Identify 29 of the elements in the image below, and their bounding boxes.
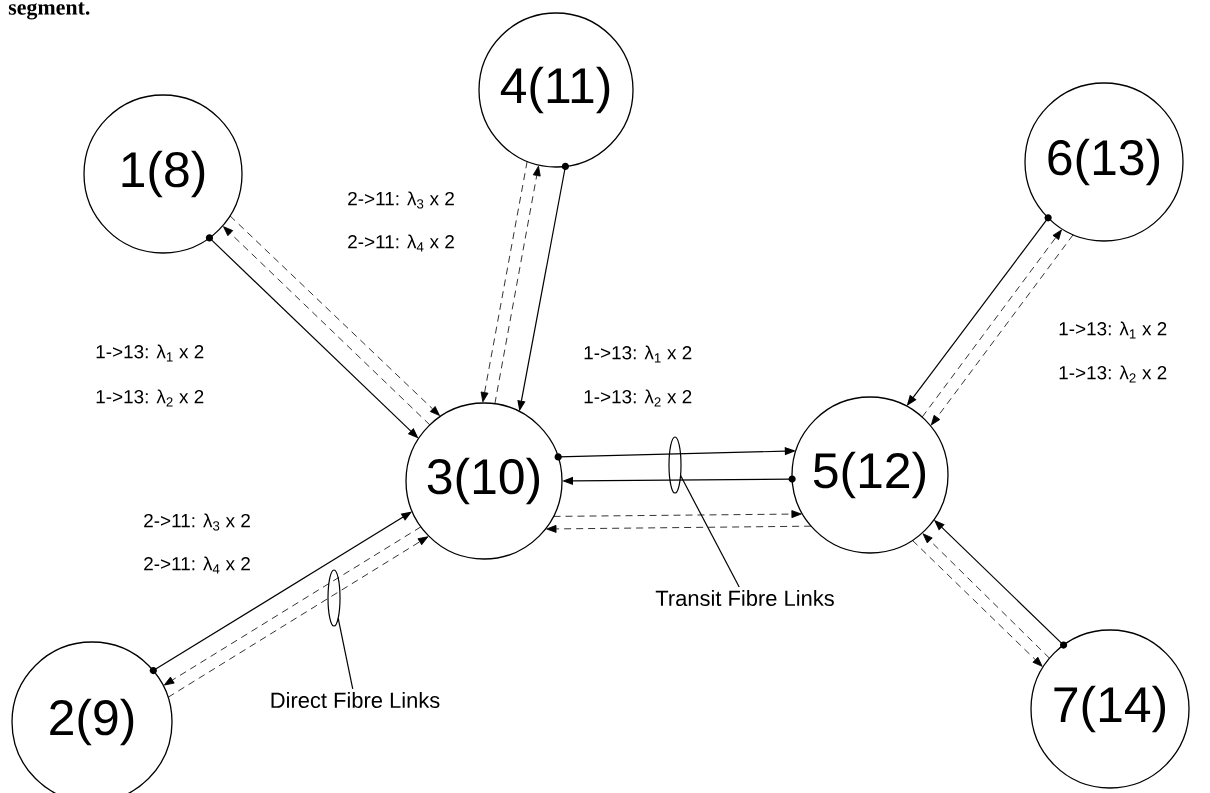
fibre-link-arrow xyxy=(163,526,422,686)
fibre-link-arrow xyxy=(912,540,1043,667)
bundle-ellipse xyxy=(327,569,341,627)
wavelength-label: 1->13: λ$_{2}$ x 2 xyxy=(1059,365,1167,383)
wavelength-label: 1->13: λ$_{1}$ x 2 xyxy=(584,345,692,363)
bundle-ellipse xyxy=(668,436,682,494)
wavelength-label: 1->13: λ$_{1}$ x 2 xyxy=(1059,321,1167,339)
fibre-link-arrow xyxy=(546,524,812,533)
wavelength-label: 1->13: λ$_{2}$ x 2 xyxy=(584,389,692,407)
leader-line xyxy=(679,474,740,588)
wavelength-label: 2->11: λ$_{3}$ x 2 xyxy=(144,513,250,531)
fibre-link-arrow xyxy=(922,533,1050,659)
leader-line xyxy=(337,617,354,690)
callout-text: Direct Fibre Links xyxy=(271,691,440,709)
callout-text: Transit Fibre Links xyxy=(655,589,834,607)
page-text-fragment: segment. xyxy=(8,2,90,20)
fibre-link-arrow xyxy=(930,234,1074,426)
wavelength-label: 1->13: λ$_{1}$ x 2 xyxy=(96,344,204,362)
fibre-link-arrow xyxy=(223,226,431,426)
fibre-link-arrow xyxy=(167,536,429,698)
fibre-link-arrow xyxy=(921,229,1062,418)
fibre-link-arrow xyxy=(480,161,528,403)
wavelength-label: 2->11: λ$_{4}$ x 2 xyxy=(348,234,454,252)
wavelength-label: 2->11: λ$_{3}$ x 2 xyxy=(348,191,454,209)
fibre-link-arrow xyxy=(229,215,440,416)
fibre-link-arrow xyxy=(494,165,541,405)
fibre-link-arrow xyxy=(553,510,802,519)
wavelength-label: 2->11: λ$_{4}$ x 2 xyxy=(144,556,250,574)
wavelength-label: 1->13: λ$_{2}$ x 2 xyxy=(96,389,204,407)
